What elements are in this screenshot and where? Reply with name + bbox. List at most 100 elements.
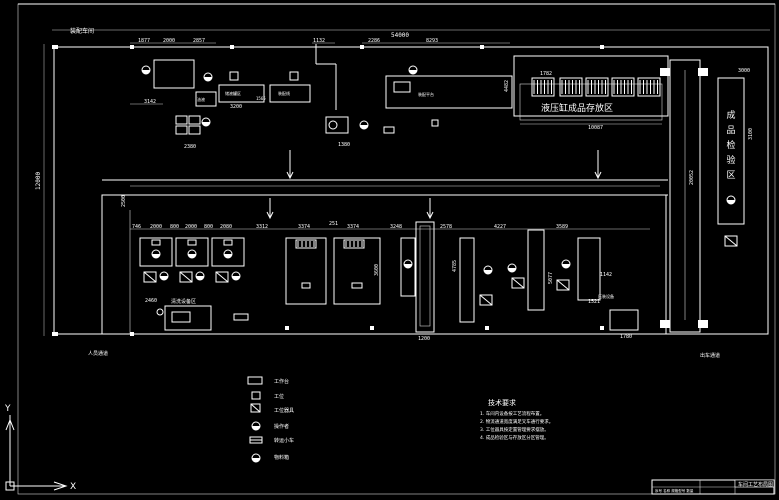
small-workbench	[195, 91, 217, 107]
top-left-zone: 油液 3200 储液罐区 装配线 1565 3142 2380 1380	[130, 44, 439, 150]
svg-text:1782: 1782	[540, 71, 552, 77]
svg-text:2380: 2380	[184, 144, 196, 150]
svg-text:清洗设备区: 清洗设备区	[171, 298, 196, 305]
svg-text:3000: 3000	[738, 68, 750, 74]
bin-icon	[188, 125, 201, 135]
svg-text:2460: 2460	[145, 298, 157, 304]
svg-text:1521: 1521	[588, 299, 600, 305]
assembly-cell	[211, 237, 245, 283]
svg-text:装配线: 装配线	[278, 90, 290, 96]
inspection-area-label: 成品检验区	[726, 109, 735, 181]
legend-label: 工作台	[274, 378, 289, 385]
svg-text:3142: 3142	[144, 99, 156, 105]
assembly-cell	[175, 237, 209, 283]
table-header: 序号 名称 规格型号 数量	[655, 488, 694, 493]
bin-icon	[175, 125, 188, 135]
title-block: 车间工艺布局图 序号 名称 规格型号 数量	[651, 479, 775, 495]
ucs-axis-icon: Y X	[4, 404, 76, 492]
legend-label: 操作者	[274, 423, 289, 430]
svg-text:3248: 3248	[390, 224, 402, 230]
technical-notes: 技术要求 1. 车间内设备按工艺流程布置。 2. 物流通道宽度满足叉车通行要求。…	[480, 398, 553, 441]
svg-text:10087: 10087	[588, 125, 603, 131]
building-outline	[53, 46, 769, 335]
svg-text:1780: 1780	[620, 334, 632, 340]
mid-dimension-row: 746 2000 800 2000 800 2080 3312 3374 251…	[121, 195, 650, 230]
svg-text:3374: 3374	[347, 224, 359, 230]
hydraulic-storage-label: 液压缸成品存放区	[541, 102, 613, 114]
overall-width-dim: 54000	[391, 32, 409, 39]
legend-label: 物料箱	[274, 454, 289, 461]
flow-arrows	[266, 150, 602, 220]
svg-text:1565: 1565	[256, 96, 266, 101]
station-icon	[289, 71, 299, 81]
svg-text:20052: 20052	[689, 170, 695, 185]
svg-text:800: 800	[170, 224, 179, 230]
station-icon	[229, 71, 239, 81]
tech-note-line: 1. 车间内设备按工艺流程布置。	[480, 410, 544, 417]
assembly-cells	[139, 237, 245, 283]
svg-text:2080: 2080	[220, 224, 232, 230]
bin-icon	[188, 115, 201, 125]
workbench-a	[153, 59, 195, 89]
svg-text:装配平台: 装配平台	[418, 91, 434, 97]
storage-rack	[611, 77, 635, 97]
svg-text:3312: 3312	[256, 224, 268, 230]
svg-text:4482: 4482	[504, 80, 510, 92]
legend: 工作台 工位 工位器具 操作者 转运小车 物料箱	[247, 376, 294, 463]
svg-text:4785: 4785	[452, 260, 458, 272]
top-dimension-row: 1877 2000 2857 1132 2286 8293	[130, 38, 510, 44]
slashed-box-icon	[250, 403, 261, 413]
project-name: 车间工艺布局图	[738, 481, 773, 488]
svg-text:1142: 1142	[600, 272, 612, 278]
tech-note-line: 3. 工位器具按定置管理要求摆放。	[480, 426, 549, 433]
svg-text:1877: 1877	[138, 38, 150, 44]
tech-note-line: 2. 物流通道宽度满足叉车通行要求。	[480, 418, 553, 425]
tech-notes-heading: 技术要求	[488, 398, 516, 407]
storage-racks	[531, 77, 661, 97]
svg-text:2000: 2000	[163, 38, 175, 44]
workbench-d	[325, 116, 349, 134]
large-workbenches: 3600	[285, 237, 381, 305]
column-grid	[52, 45, 604, 336]
storage-rack	[531, 77, 555, 97]
corner-label-top-left: 装配车间	[70, 27, 94, 35]
sheet-frame	[17, 3, 776, 495]
svg-text:746: 746	[132, 224, 141, 230]
legend-label: 工位器具	[274, 407, 294, 414]
storage-rack	[585, 77, 609, 97]
svg-text:251: 251	[329, 221, 338, 227]
conveyor-lines: 1200 4785 5077 1142 1521 1780 压装设备	[400, 221, 639, 342]
svg-text:3589: 3589	[556, 224, 568, 230]
svg-text:3100: 3100	[748, 128, 754, 140]
svg-text:2857: 2857	[193, 38, 205, 44]
svg-text:1380: 1380	[338, 142, 350, 148]
workbench-c	[269, 84, 311, 103]
axis-y-label: Y	[4, 404, 11, 414]
svg-text:3200: 3200	[230, 104, 242, 110]
axis-x-label: X	[70, 482, 76, 492]
svg-text:储液罐区: 储液罐区	[225, 90, 241, 96]
hydraulic-storage-area: 液压缸成品存放区 4482 1782 10087	[504, 55, 669, 131]
tech-note-line: 4. 成品检验区与存放区分区管理。	[480, 434, 549, 441]
svg-text:1132: 1132	[313, 38, 325, 44]
slashed-box-icon	[724, 235, 738, 247]
right-aisle	[669, 59, 701, 333]
svg-text:800: 800	[204, 224, 213, 230]
legend-label: 转运小车	[274, 437, 294, 444]
finished-inspection-area: 20052 成品检验区 3000 3100	[660, 59, 754, 333]
svg-text:3374: 3374	[298, 224, 310, 230]
svg-text:1200: 1200	[418, 336, 430, 342]
storage-rack	[559, 77, 583, 97]
storage-rack	[637, 77, 661, 97]
rect-icon	[247, 376, 263, 385]
cart-icon	[383, 126, 395, 134]
svg-text:4227: 4227	[494, 224, 506, 230]
bin-icon	[175, 115, 188, 125]
corner-label-exit: 出车通道	[700, 352, 720, 359]
assembly-cell	[139, 237, 173, 283]
svg-text:压装设备: 压装设备	[598, 293, 614, 299]
svg-text:2286: 2286	[368, 38, 380, 44]
press-machine	[385, 75, 513, 109]
center-top-machine: 装配平台	[385, 65, 513, 109]
